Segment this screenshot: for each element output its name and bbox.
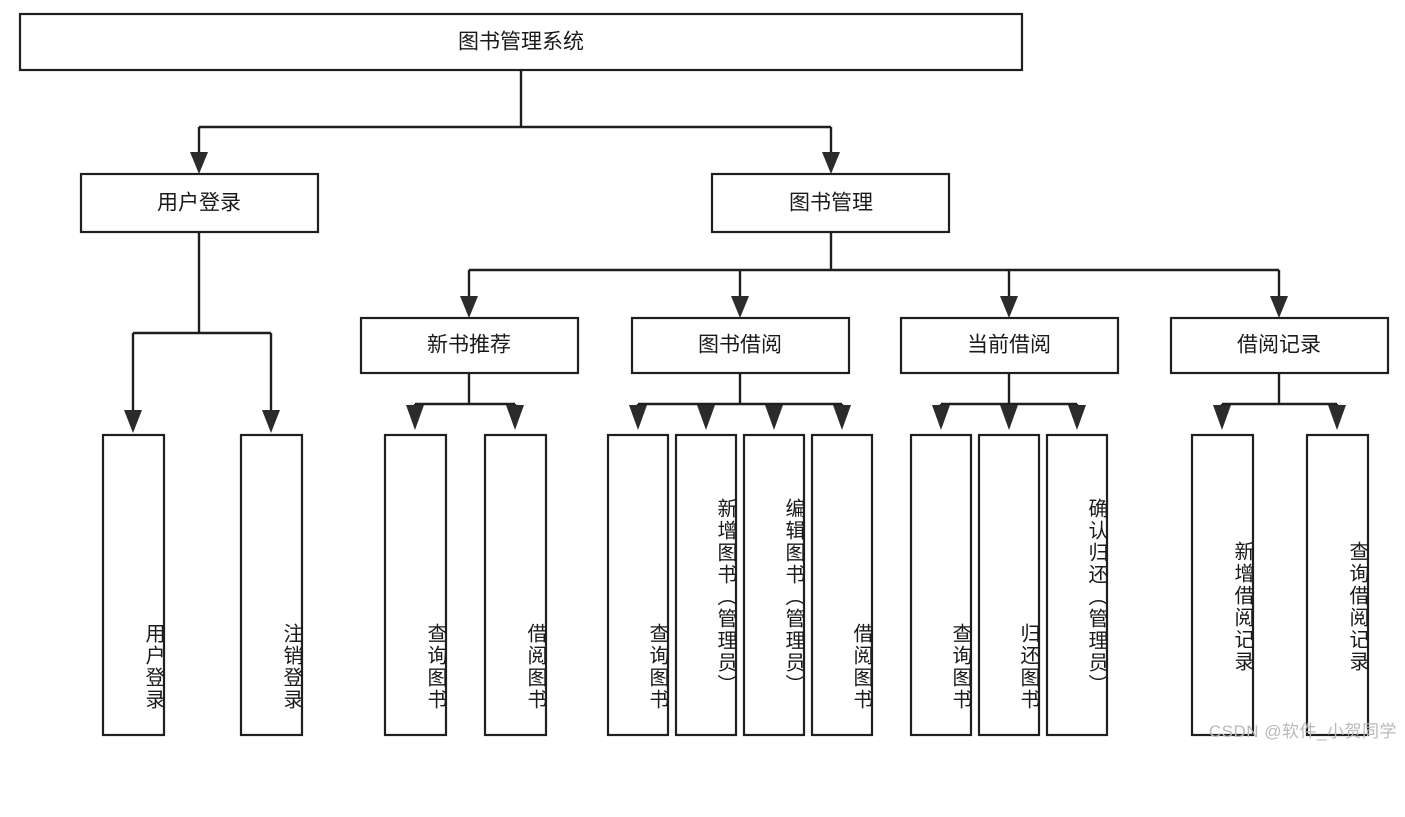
arrow-leaf-add-book bbox=[697, 405, 715, 430]
diagram-svg: 图书管理系统 用户登录 图书管理 新书推荐 图书借阅 当前借阅 借阅记录 bbox=[18, 12, 1390, 737]
node-root[interactable]: 图书管理系统 bbox=[18, 12, 1024, 72]
node-borrow-record[interactable]: 借阅记录 bbox=[1169, 316, 1390, 375]
leaf-edit-book-box[interactable] bbox=[742, 433, 806, 737]
node-borrow-record-box[interactable] bbox=[1169, 316, 1390, 375]
connector-group-book-borrow bbox=[629, 373, 851, 430]
node-new-book-recommend-label: 新书推荐 bbox=[427, 334, 511, 357]
arrow-to-new-book-recommend bbox=[460, 296, 478, 318]
arrow-to-borrow-record bbox=[1270, 296, 1288, 318]
arrow-leaf-user-login bbox=[124, 410, 142, 433]
arrow-leaf-return-book bbox=[1000, 405, 1018, 430]
arrow-to-current-borrow bbox=[1000, 296, 1018, 318]
node-user-login[interactable]: 用户登录 bbox=[79, 172, 320, 234]
node-current-borrow[interactable]: 当前借阅 bbox=[899, 316, 1120, 375]
connector-group-current-borrow bbox=[932, 373, 1086, 430]
connector-group-root bbox=[190, 70, 840, 174]
leaf-add-book-box[interactable] bbox=[674, 433, 738, 737]
arrow-leaf-query-book-1 bbox=[406, 405, 424, 430]
arrow-leaf-add-record bbox=[1213, 405, 1231, 430]
leaf-query-record-box[interactable] bbox=[1305, 433, 1370, 737]
arrow-leaf-query-book-2 bbox=[629, 405, 647, 430]
arrow-leaf-confirm-return bbox=[1068, 405, 1086, 430]
leaf-borrow-book-2-box[interactable] bbox=[810, 433, 874, 737]
node-root-box[interactable] bbox=[18, 12, 1024, 72]
node-new-book-recommend-box[interactable] bbox=[359, 316, 580, 375]
arrow-leaf-borrow-book-1 bbox=[506, 405, 524, 430]
arrow-to-user-login bbox=[190, 152, 208, 174]
leaf-add-record-box[interactable] bbox=[1190, 433, 1255, 737]
node-user-login-label: 用户登录 bbox=[157, 192, 241, 215]
connector-group-user-login bbox=[124, 232, 280, 433]
arrow-to-book-manage bbox=[822, 152, 840, 174]
arrow-leaf-query-record bbox=[1328, 405, 1346, 430]
leaf-user-login-box[interactable] bbox=[101, 433, 166, 737]
node-current-borrow-label: 当前借阅 bbox=[967, 334, 1051, 357]
node-borrow-record-label: 借阅记录 bbox=[1237, 334, 1321, 357]
node-book-manage-box[interactable] bbox=[710, 172, 951, 234]
node-book-borrow[interactable]: 图书借阅 bbox=[630, 316, 851, 375]
node-user-login-box[interactable] bbox=[79, 172, 320, 234]
node-new-book-recommend[interactable]: 新书推荐 bbox=[359, 316, 580, 375]
node-book-borrow-box[interactable] bbox=[630, 316, 851, 375]
leaf-logout-login-box[interactable] bbox=[239, 433, 304, 737]
arrow-leaf-logout-login bbox=[262, 410, 280, 433]
connector-group-borrow-record bbox=[1213, 373, 1346, 430]
arrow-leaf-edit-book bbox=[765, 405, 783, 430]
connector-group-new-book-recommend bbox=[406, 373, 524, 430]
node-current-borrow-box[interactable] bbox=[899, 316, 1120, 375]
leaf-borrow-book-1-box[interactable] bbox=[483, 433, 548, 737]
arrow-leaf-borrow-book-2 bbox=[833, 405, 851, 430]
leaf-confirm-return-box[interactable] bbox=[1045, 433, 1109, 737]
leaf-return-book-box[interactable] bbox=[977, 433, 1041, 737]
watermark-text: CSDN @软件_小贺同学 bbox=[1208, 722, 1397, 741]
node-root-label: 图书管理系统 bbox=[458, 31, 584, 54]
node-book-borrow-label: 图书借阅 bbox=[698, 334, 782, 357]
diagram-canvas: 图书管理系统 用户登录 图书管理 新书推荐 图书借阅 当前借阅 借阅记录 bbox=[18, 12, 1397, 741]
arrow-to-book-borrow bbox=[731, 296, 749, 318]
arrow-leaf-query-book-3 bbox=[932, 405, 950, 430]
leaf-query-book-1-box[interactable] bbox=[383, 433, 448, 737]
leaf-query-book-3-box[interactable] bbox=[909, 433, 973, 737]
node-book-manage[interactable]: 图书管理 bbox=[710, 172, 951, 234]
node-book-manage-label: 图书管理 bbox=[789, 192, 873, 215]
connector-group-book-manage bbox=[460, 232, 1288, 318]
leaf-query-book-2-box[interactable] bbox=[606, 433, 670, 737]
